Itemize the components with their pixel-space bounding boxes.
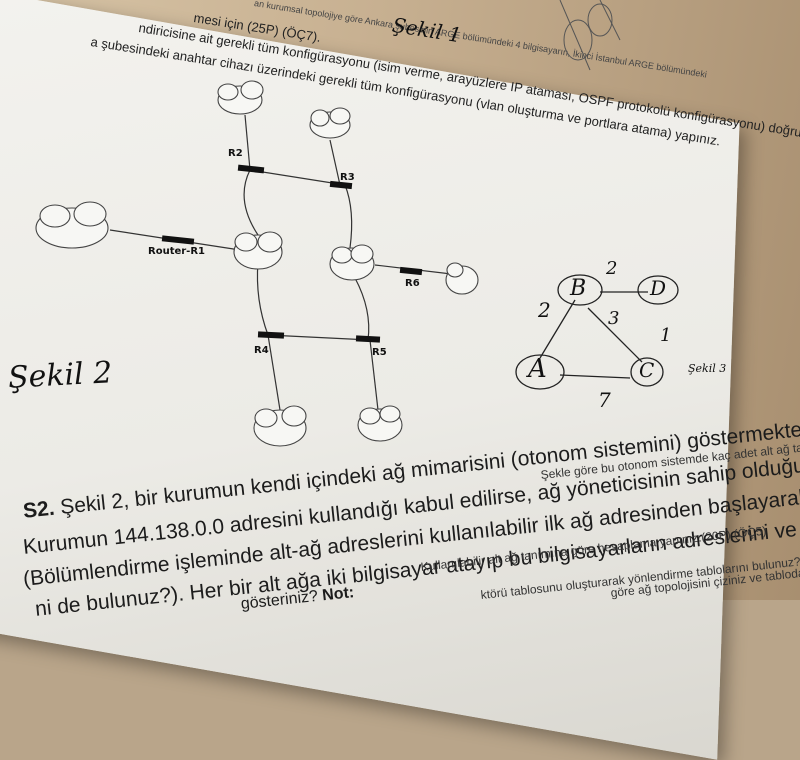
graph-node-d-shape bbox=[637, 275, 679, 305]
router-r5-shape bbox=[355, 335, 381, 343]
graph-node-a-shape bbox=[515, 354, 565, 390]
clouds bbox=[35, 80, 479, 447]
links bbox=[109, 114, 461, 411]
graph-node-a: A bbox=[528, 354, 547, 384]
graph-weight-dc: 1 bbox=[660, 325, 672, 346]
graph-node-d: D bbox=[650, 276, 667, 300]
graph-node-b: B bbox=[570, 276, 587, 301]
weighted-graph bbox=[515, 274, 679, 390]
question-number: S2. bbox=[22, 496, 56, 523]
cloud-center-right bbox=[329, 244, 375, 281]
router-r1-shape bbox=[161, 235, 195, 245]
graph-weight-bc: 3 bbox=[608, 308, 620, 329]
router-r4-shape bbox=[257, 331, 285, 339]
figure3-label: Şekil 3 bbox=[688, 362, 727, 375]
graph-weight-bd: 2 bbox=[606, 258, 618, 279]
router-r3-label: R3 bbox=[340, 172, 355, 183]
cloud-r6 bbox=[445, 262, 479, 295]
cloud-r3 bbox=[309, 107, 351, 139]
router-r6-label: R6 bbox=[405, 278, 420, 289]
router-r4-label: R4 bbox=[254, 345, 269, 356]
router-r2-shape bbox=[237, 164, 265, 174]
graph-weight-ac: 7 bbox=[598, 388, 611, 412]
router-r5-label: R5 bbox=[372, 347, 387, 358]
graph-node-b-shape bbox=[557, 274, 603, 306]
routers bbox=[161, 164, 423, 343]
cloud-r1 bbox=[35, 201, 109, 249]
router-r1-label: Router-R1 bbox=[148, 246, 205, 257]
cloud-r5 bbox=[357, 405, 403, 442]
graph-weight-ab: 2 bbox=[538, 298, 551, 322]
router-r2-label: R2 bbox=[228, 148, 243, 159]
figure2-label: Şekil 2 bbox=[7, 355, 114, 396]
network-diagram bbox=[35, 0, 679, 447]
cloud-r4 bbox=[253, 405, 307, 447]
cloud-r2 bbox=[217, 80, 264, 115]
figure1-sketch bbox=[559, 0, 621, 71]
graph-node-c-shape bbox=[630, 357, 664, 387]
question-note: Not: bbox=[321, 584, 355, 605]
cloud-center-left bbox=[233, 231, 283, 270]
graph-node-c: C bbox=[639, 358, 655, 382]
router-r6-shape bbox=[399, 266, 423, 276]
router-r3-shape bbox=[329, 180, 353, 190]
